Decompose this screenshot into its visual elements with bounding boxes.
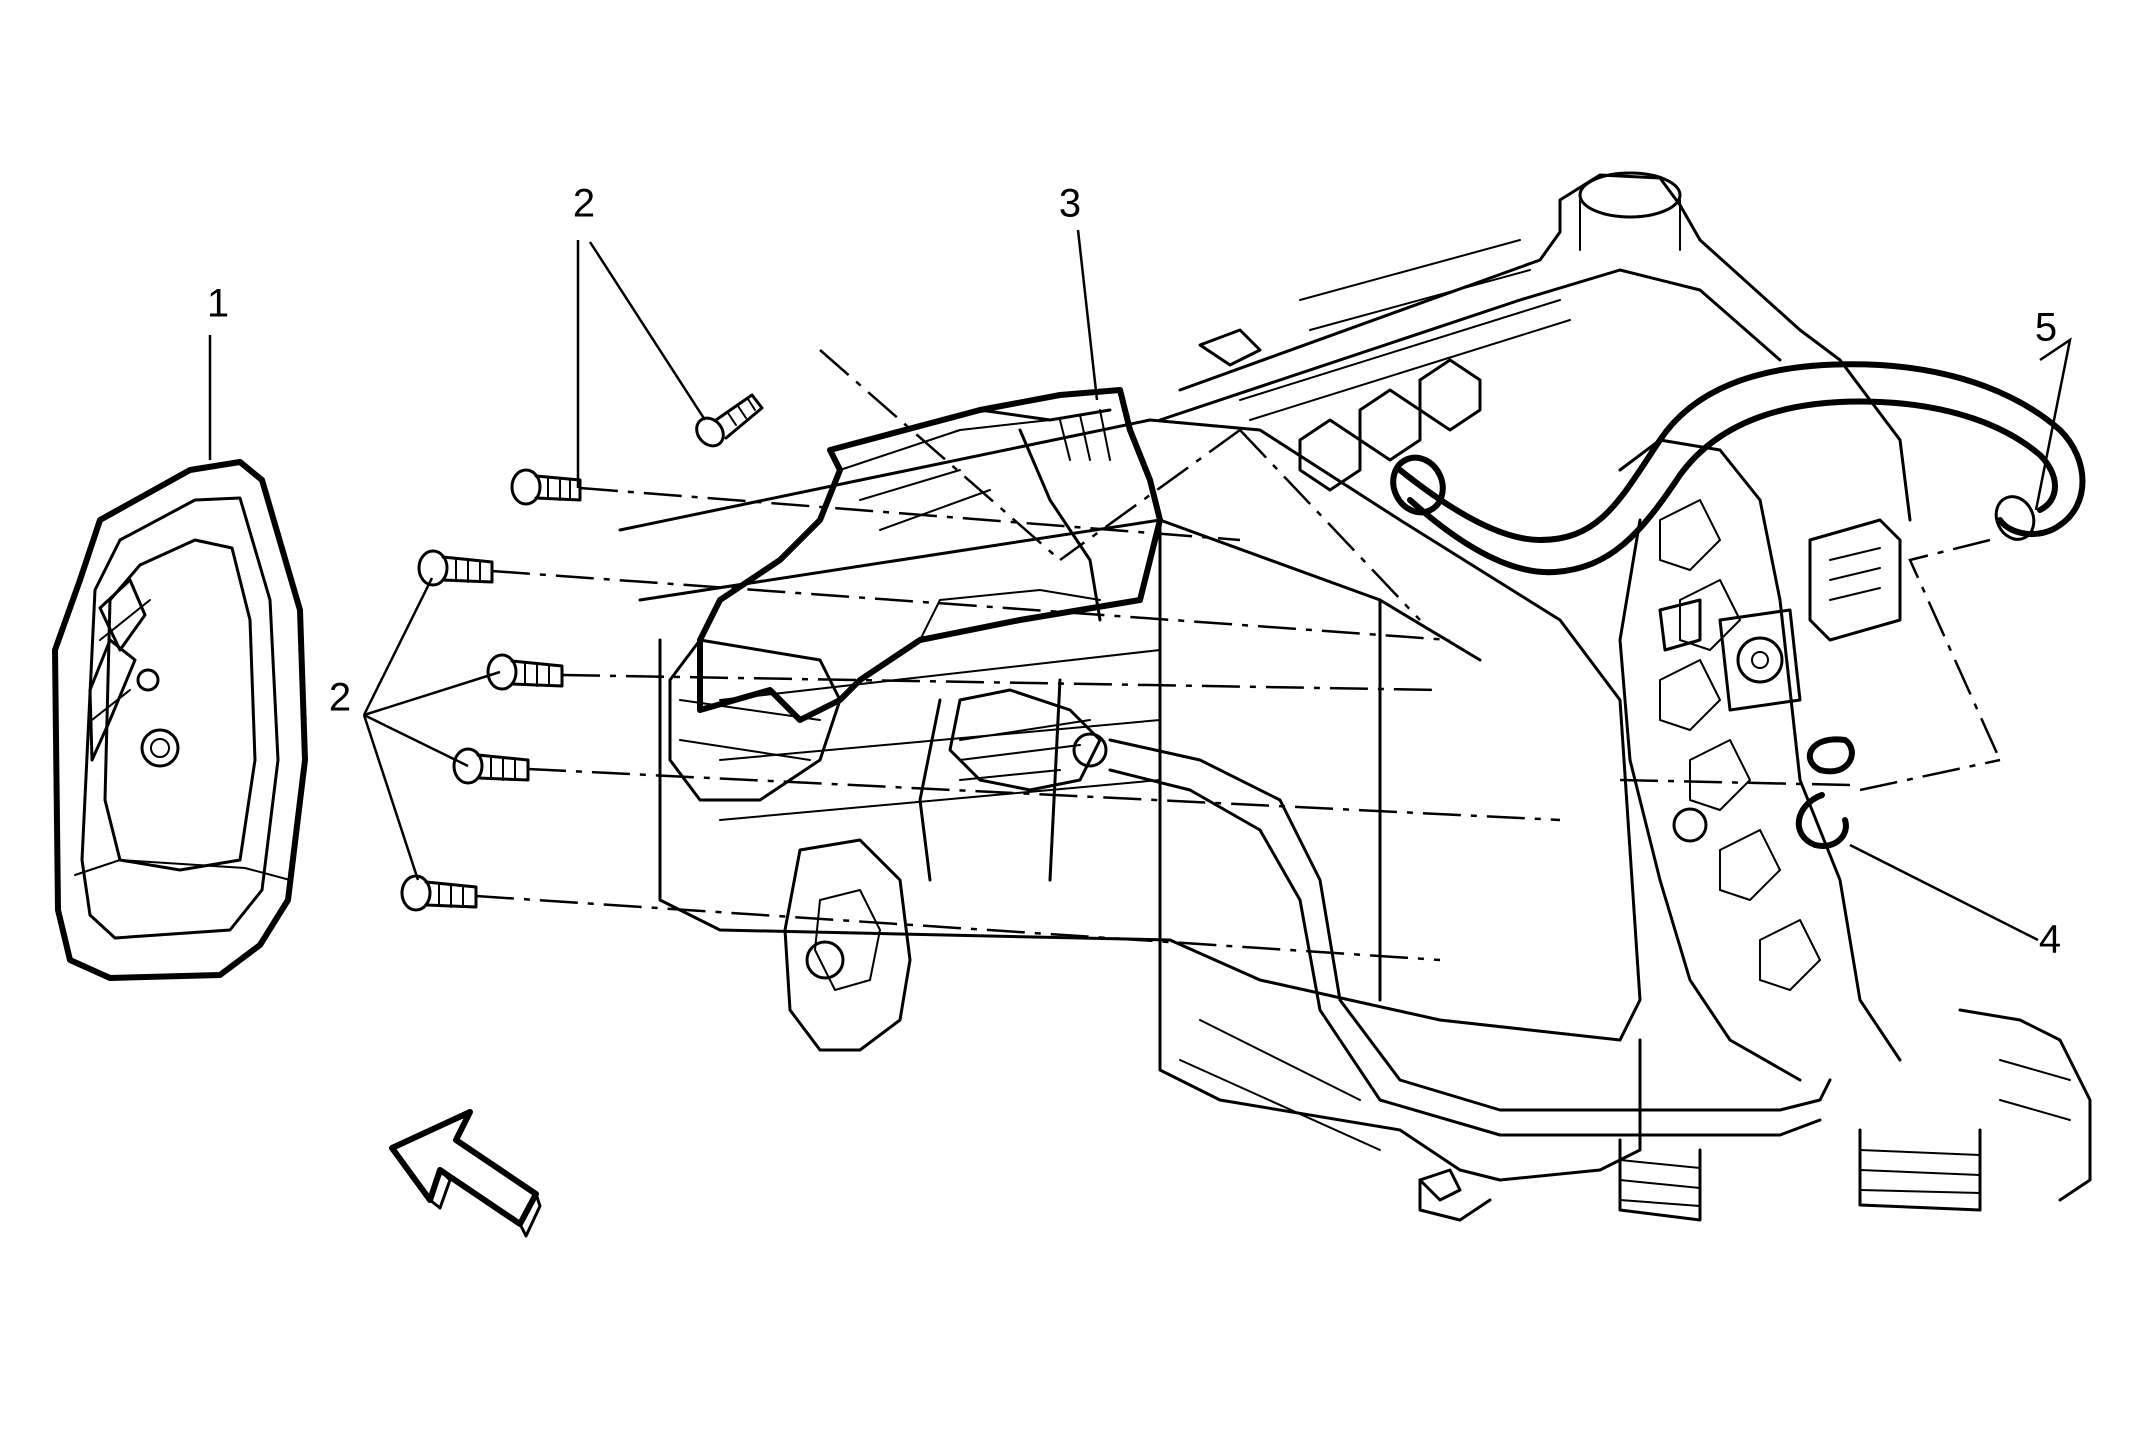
view-direction-arrow-icon [389,1109,542,1238]
bolt-alignment-lines [475,486,1561,962]
callout-2-side-label: 2 [329,676,351,720]
callout-5-label: 5 [2035,306,2057,350]
callout-4-label: 4 [2039,918,2061,962]
hose-part-5 [1390,361,2086,576]
hvac-module-body [618,171,2092,1222]
duct-part-3 [697,387,1163,723]
callout-leaders [208,229,2072,942]
bolt-set-part-2 [400,393,764,912]
callout-3-label: 3 [1059,182,1081,226]
bolt-top-1 [695,393,764,448]
cover-panel-part-1 [52,459,308,981]
bolt-top-2 [510,468,582,506]
callout-2-top-label: 2 [573,182,595,226]
bolt-side-3 [452,747,530,785]
callout-1-label: 1 [207,282,229,326]
bolt-side-4 [400,874,478,912]
alignment-lines-parts-3-4-5 [819,349,2002,792]
clip-part-4 [1795,736,1855,849]
